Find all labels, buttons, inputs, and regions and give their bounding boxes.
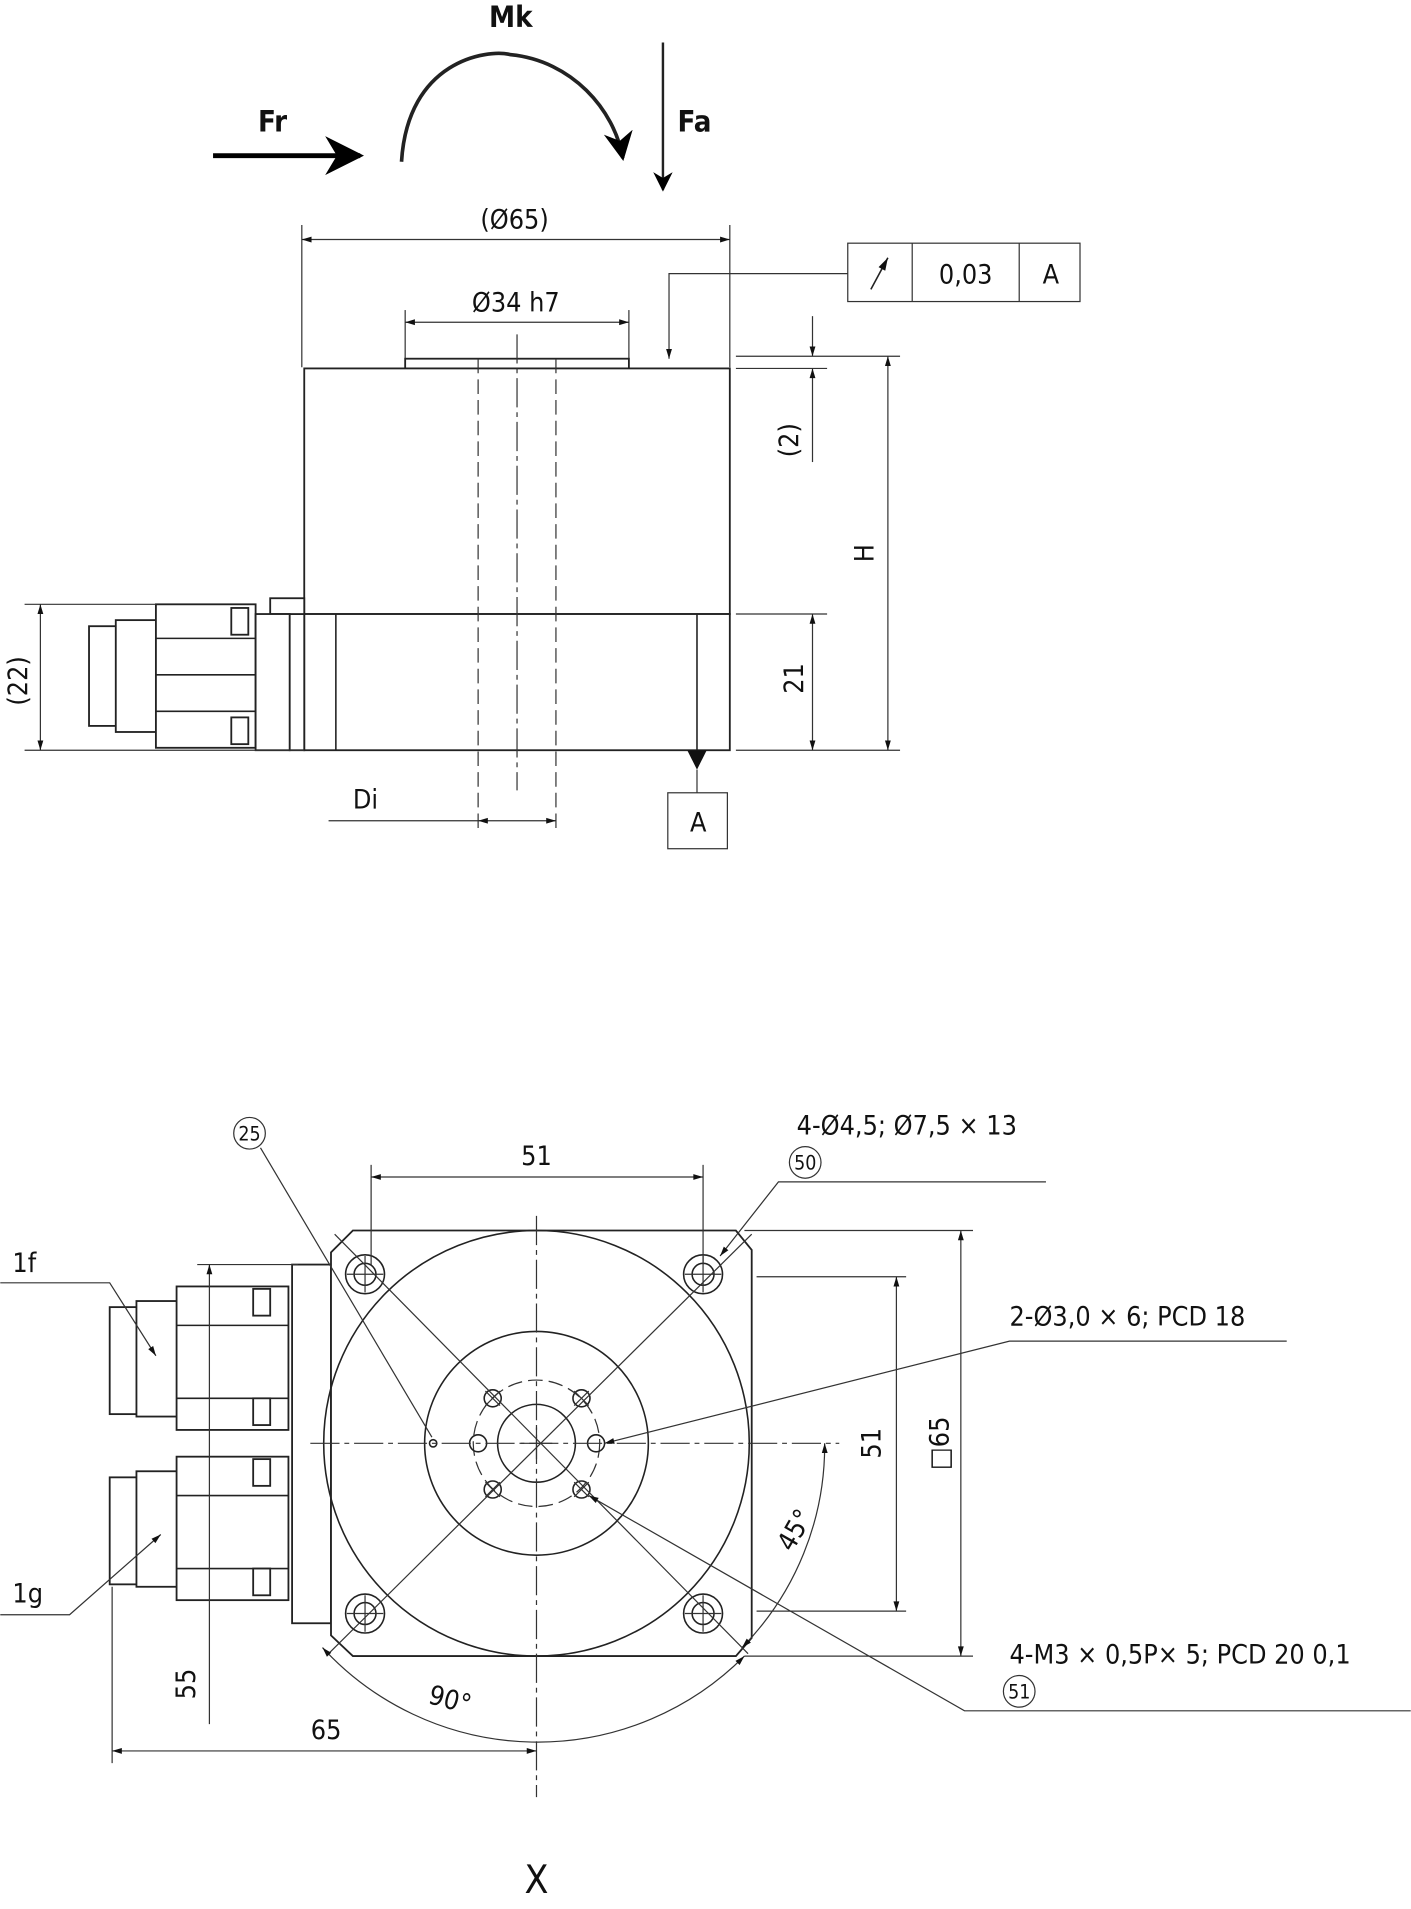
connector-height-label: (22) <box>3 656 34 705</box>
side-connector <box>88 603 291 752</box>
svg-text:0,03: 0,03 <box>939 259 993 290</box>
datum-triangle <box>687 750 707 770</box>
datum-label: A <box>690 808 707 839</box>
bottom-view: 51 4-Ø4,5; Ø7,5 × 13 50 51 □65 2-Ø3,0 × … <box>0 1110 1411 1903</box>
runout-tolerance-frame: 0,03 A <box>666 242 1081 359</box>
width-dimension-label: 51 <box>521 1141 552 1172</box>
angle-45-arc <box>741 1443 828 1649</box>
side-view: (Ø65) 0,03 A Ø34 h7 <box>3 205 1081 850</box>
square-dimension-label: □65 <box>925 1417 956 1470</box>
callout-threads-ref: 51 <box>1008 1681 1030 1704</box>
callout-threads: 4-M3 × 0,5P× 5; PCD 20 0,1 <box>1009 1639 1350 1670</box>
shaft-diameter-label: Ø34 h7 <box>472 287 560 318</box>
runout-icon <box>870 257 889 290</box>
offset-label: (2) <box>774 423 805 457</box>
axial-force-label: Fa <box>678 104 712 138</box>
ref-25: 25 <box>238 1123 260 1146</box>
callout-pins: 2-Ø3,0 × 6; PCD 18 <box>1009 1301 1245 1332</box>
overall-offset-label: 65 <box>311 1715 342 1746</box>
angle-45-label: 45° <box>771 1504 819 1556</box>
connector-offset-label: 55 <box>171 1669 202 1700</box>
force-diagram: Fr Mk Fa <box>213 0 712 192</box>
angle-90-label: 90° <box>425 1680 474 1721</box>
inner-diameter-label: Di <box>353 785 378 816</box>
housing-lower <box>303 613 731 752</box>
bottom-connectors <box>108 1285 290 1602</box>
height-label: H <box>849 544 880 562</box>
lower-height-label: 21 <box>779 663 810 694</box>
angle-90-arc <box>322 1647 745 1743</box>
view-label: X <box>525 1858 549 1903</box>
moment-label: Mk <box>489 0 533 34</box>
radial-force-label: Fr <box>258 104 287 138</box>
callout-holes-ref: 50 <box>794 1152 816 1175</box>
callout-holes: 4-Ø4,5; Ø7,5 × 13 <box>797 1110 1017 1141</box>
height-dimension-51-label: 51 <box>857 1428 888 1459</box>
connector-1g-label: 1g <box>12 1579 43 1610</box>
moment-arrow <box>399 51 633 162</box>
svg-text:A: A <box>1043 259 1060 290</box>
outer-diameter-label: (Ø65) <box>480 205 548 236</box>
connector-1f-label: 1f <box>12 1248 36 1279</box>
